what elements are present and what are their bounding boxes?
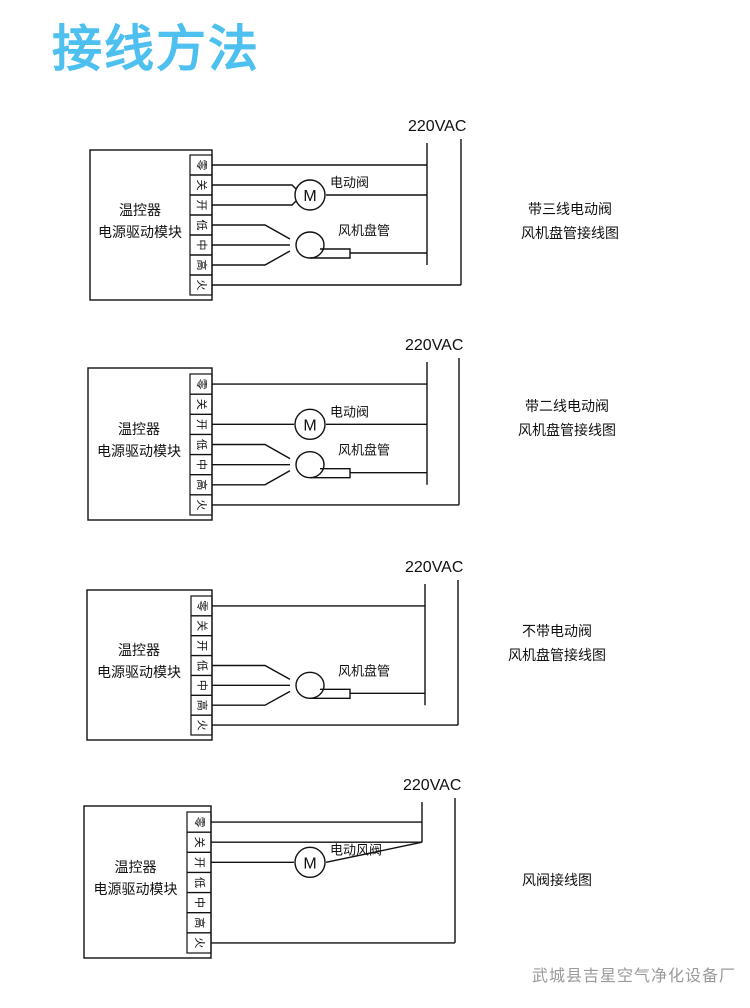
terminal-label: 高 [196, 700, 210, 711]
terminal-label: 关 [193, 837, 207, 848]
fan-coil-symbol [295, 231, 325, 259]
page-title: 接线方法 [52, 20, 260, 78]
terminal-label: 开 [196, 640, 209, 651]
fan-coil-symbol [295, 671, 325, 700]
terminal-label: 中 [196, 680, 209, 691]
motor-wire-open [212, 198, 299, 206]
motor-letter: M [303, 417, 316, 434]
coil-speed-wire [212, 250, 291, 266]
terminal-label: 零 [193, 817, 206, 828]
controller-label: 温控器 [119, 203, 161, 219]
terminal-label: 开 [195, 200, 208, 211]
diagram-caption: 风阀接线图 [522, 872, 592, 889]
controller-label: 电源驱动模块 [97, 665, 181, 681]
coil-speed-wire [212, 224, 291, 240]
motor-wire-close [212, 184, 299, 192]
motor-label: 电动阀 [330, 176, 369, 191]
diagram-caption: 风机盘管接线图 [508, 647, 606, 664]
controller-label: 温控器 [118, 643, 160, 659]
terminal-label: 中 [195, 240, 208, 251]
diagram-caption: 带二线电动阀 [525, 399, 609, 415]
terminal-label: 低 [196, 660, 209, 671]
diagram-caption: 带三线电动阀 [528, 202, 612, 218]
motor-symbol [294, 179, 326, 211]
terminal-label: 中 [193, 897, 206, 908]
terminal-label: 零 [196, 600, 209, 611]
footer-company: 武城县吉星空气净化设备厂 [531, 966, 736, 985]
fan-coil-symbol [295, 450, 325, 479]
terminal-label: 低 [195, 439, 208, 450]
motor-return [325, 841, 423, 864]
terminal-label: 高 [193, 917, 207, 928]
terminal-label: 高 [195, 260, 209, 271]
controller-label: 电源驱动模块 [97, 444, 181, 460]
voltage-label: 220VAC [405, 337, 463, 354]
terminal-label: 火 [193, 937, 206, 948]
coil-speed-wire [212, 470, 291, 486]
terminal-label: 零 [195, 160, 208, 171]
terminal-label: 高 [195, 479, 209, 490]
coil-label: 风机盘管 [338, 443, 390, 459]
motor-symbol [294, 408, 326, 441]
motor-letter: M [303, 855, 316, 872]
voltage-label: 220VAC [405, 559, 463, 576]
terminal-label: 火 [195, 280, 208, 291]
motor-label: 电动风阀 [330, 843, 382, 858]
controller-label: 温控器 [118, 422, 160, 438]
terminal-strip [186, 811, 212, 954]
controller-label: 电源驱动模块 [94, 882, 178, 898]
coil-speed-wire [212, 664, 291, 680]
terminal-label: 关 [196, 620, 210, 631]
voltage-label: 220VAC [403, 777, 461, 794]
terminal-label: 零 [195, 379, 208, 390]
terminal-label: 开 [195, 419, 208, 430]
terminal-label: 低 [195, 220, 208, 231]
diagram-caption: 风机盘管接线图 [521, 225, 619, 242]
diagram-caption: 不带电动阀 [522, 624, 592, 640]
terminal-label: 关 [195, 180, 209, 191]
controller-label: 电源驱动模块 [98, 225, 182, 241]
coil-label: 风机盘管 [338, 663, 390, 679]
terminal-label: 火 [195, 499, 208, 510]
diagram-caption: 风机盘管接线图 [518, 422, 616, 439]
controller-label: 温控器 [115, 860, 157, 876]
coil-speed-wire [212, 690, 291, 706]
motor-label: 电动阀 [330, 405, 369, 420]
voltage-label: 220VAC [408, 118, 466, 135]
coil-label: 风机盘管 [338, 223, 390, 239]
motor-symbol [294, 846, 326, 879]
terminal-label: 开 [193, 857, 206, 868]
motor-letter: M [303, 188, 316, 205]
coil-speed-wire [212, 443, 291, 460]
terminal-label: 中 [195, 459, 208, 470]
terminal-label: 关 [195, 399, 209, 410]
terminal-label: 低 [193, 877, 206, 888]
terminal-label: 火 [196, 720, 209, 731]
